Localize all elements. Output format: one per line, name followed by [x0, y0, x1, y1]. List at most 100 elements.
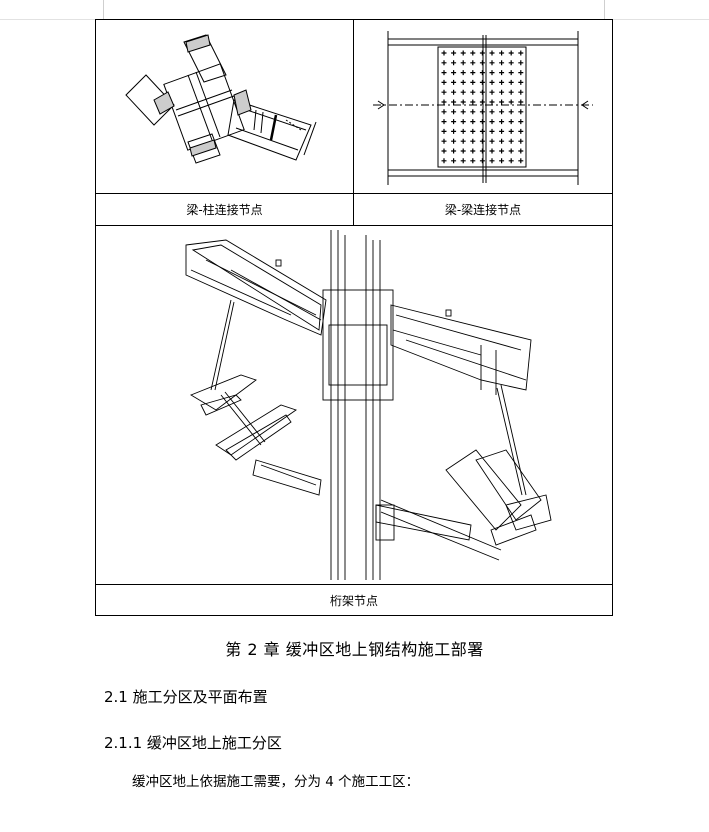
bolt-mark	[470, 138, 476, 144]
bolt-mark	[470, 60, 476, 66]
bolt-mark	[518, 158, 524, 164]
bolt-mark	[460, 109, 466, 115]
bolt-mark	[518, 60, 524, 66]
bolt-mark	[508, 99, 514, 105]
bolt-mark	[441, 128, 447, 134]
bolt-mark	[441, 70, 447, 76]
bolt-mark	[499, 119, 505, 125]
bolt-mark	[470, 119, 476, 125]
bolt-mark	[508, 128, 514, 134]
bolt-mark	[479, 109, 485, 115]
bolt-mark	[470, 109, 476, 115]
bolt-mark	[489, 109, 495, 115]
bolt-mark	[518, 109, 524, 115]
bolt-mark	[470, 79, 476, 85]
bolt-mark	[460, 158, 466, 164]
bolt-mark	[479, 138, 485, 144]
bolt-mark	[451, 99, 457, 105]
bolt-mark	[460, 128, 466, 134]
bolt-mark	[451, 50, 457, 56]
section-heading: 2.1 施工分区及平面布置	[104, 688, 268, 706]
bolt-mark	[508, 158, 514, 164]
bolt-mark	[460, 138, 466, 144]
bolt-mark	[479, 50, 485, 56]
bolt-mark	[518, 138, 524, 144]
bolt-mark	[451, 60, 457, 66]
bolt-mark	[518, 128, 524, 134]
bolt-mark	[460, 89, 466, 95]
bolt-mark	[479, 60, 485, 66]
bolt-mark	[508, 89, 514, 95]
bolt-mark	[499, 158, 505, 164]
chapter-heading: 第 2 章 缓冲区地上钢结构施工部署	[225, 640, 484, 659]
bolt-mark	[441, 50, 447, 56]
bolt-mark	[499, 50, 505, 56]
truss-joint-drawing	[185, 230, 552, 580]
bolt-mark	[508, 109, 514, 115]
bolt-mark	[470, 158, 476, 164]
bolt-mark	[518, 89, 524, 95]
bolt-mark	[499, 70, 505, 76]
bolt-mark	[451, 138, 457, 144]
bolt-mark	[508, 119, 514, 125]
bolt-mark	[489, 138, 495, 144]
bolt-mark	[470, 89, 476, 95]
bolt-mark	[460, 119, 466, 125]
bolt-mark	[499, 60, 505, 66]
bolt-mark	[451, 119, 457, 125]
table-divider-row1	[96, 193, 612, 194]
bolt-mark	[451, 109, 457, 115]
bolt-mark	[470, 128, 476, 134]
bolt-mark	[479, 158, 485, 164]
bolt-mark	[479, 79, 485, 85]
bolt-mark	[460, 148, 466, 154]
bolt-mark	[460, 60, 466, 66]
table-divider-row3	[96, 584, 612, 585]
bolt-mark	[489, 128, 495, 134]
bolt-mark	[451, 79, 457, 85]
bolt-mark	[479, 148, 485, 154]
bolt-mark	[508, 138, 514, 144]
bolt-mark	[451, 89, 457, 95]
caption-beam-column: 梁-柱连接节点	[186, 203, 263, 217]
bolt-mark	[451, 158, 457, 164]
bolt-mark	[441, 89, 447, 95]
caption-beam-beam: 梁-梁连接节点	[444, 203, 522, 217]
bolt-mark	[499, 89, 505, 95]
bolt-mark	[499, 99, 505, 105]
bolt-mark	[489, 99, 495, 105]
bolt-mark	[451, 70, 457, 76]
bolt-mark	[470, 70, 476, 76]
bolt-mark	[470, 99, 476, 105]
bolt-mark	[489, 79, 495, 85]
bolt-mark	[508, 60, 514, 66]
bolt-mark	[470, 50, 476, 56]
bolt-mark	[499, 128, 505, 134]
bolt-mark	[499, 109, 505, 115]
bolt-mark	[441, 138, 447, 144]
bolt-mark	[518, 148, 524, 154]
bolt-mark	[451, 148, 457, 154]
bolt-mark	[518, 119, 524, 125]
bolt-mark	[518, 70, 524, 76]
bolt-mark	[499, 148, 505, 154]
bolt-mark	[508, 50, 514, 56]
bolt-mark	[489, 158, 495, 164]
beam-column-joint-drawing	[125, 34, 317, 164]
bolt-mark	[508, 148, 514, 154]
bolt-mark	[441, 158, 447, 164]
subsection-heading: 2.1.1 缓冲区地上施工分区	[104, 734, 282, 752]
table-divider-vertical	[353, 20, 354, 225]
bolt-mark	[489, 60, 495, 66]
bolt-mark	[441, 99, 447, 105]
bolt-mark	[479, 128, 485, 134]
bolt-mark	[489, 119, 495, 125]
bolt-mark	[441, 109, 447, 115]
bolt-mark	[460, 70, 466, 76]
bolt-mark	[451, 128, 457, 134]
figure-table: 梁-柱连接节点 梁-梁连接节点 桁架节点	[95, 19, 613, 616]
bolt-mark	[508, 70, 514, 76]
beam-beam-joint-drawing	[373, 31, 593, 185]
bolt-mark	[489, 148, 495, 154]
bolt-mark	[499, 79, 505, 85]
